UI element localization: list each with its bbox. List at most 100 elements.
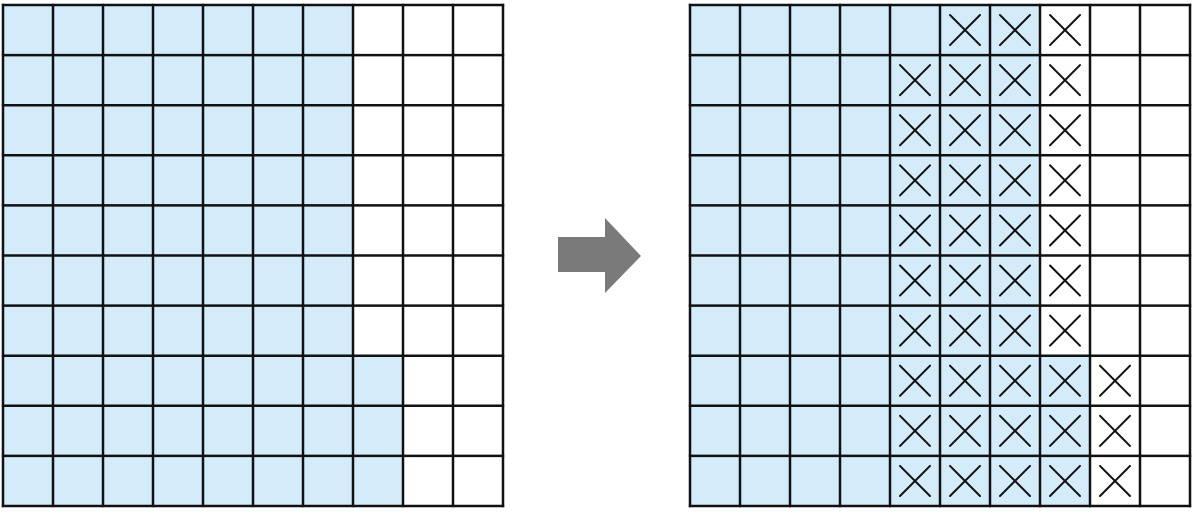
- grid-cell-shaded: [740, 355, 790, 406]
- cross-mark-icon: [999, 14, 1031, 47]
- grid-cell: [403, 255, 453, 306]
- grid-cell-shaded: [103, 105, 153, 156]
- grid-cell-shaded: [203, 255, 253, 306]
- grid-cell: [453, 205, 503, 256]
- grid-cell-shaded: [3, 55, 53, 106]
- right-arrow-icon: [558, 218, 641, 293]
- grid-cell: [453, 305, 503, 356]
- cross-mark-icon: [1099, 464, 1131, 497]
- grid-cell-shaded: [840, 5, 890, 56]
- cross-mark-icon: [999, 114, 1031, 147]
- grid-cell-shaded: [3, 405, 53, 456]
- grid-cell: [353, 155, 403, 206]
- grid-cell-shaded: [303, 205, 353, 256]
- cross-mark-icon: [999, 364, 1031, 397]
- grid-cell-shaded: [303, 5, 353, 56]
- grid-cell: [1140, 255, 1190, 306]
- grid-cell-shaded: [253, 105, 303, 156]
- grid-cell-shaded: [790, 55, 840, 106]
- grid-cell: [1090, 5, 1140, 56]
- cross-mark-icon: [1049, 114, 1081, 147]
- grid-cell-shaded: [203, 305, 253, 356]
- grid-cell: [353, 205, 403, 256]
- cross-mark-icon: [899, 314, 931, 347]
- grid-cell: [453, 455, 503, 506]
- grid-cell-shaded: [203, 355, 253, 406]
- grid-cell-shaded: [790, 5, 840, 56]
- cross-mark-icon: [999, 64, 1031, 97]
- cross-mark-icon: [949, 264, 981, 297]
- grid-cell-shaded: [203, 55, 253, 106]
- grid-cell: [1140, 5, 1190, 56]
- cross-mark-icon: [949, 214, 981, 247]
- grid-cell-shaded: [203, 405, 253, 456]
- right-grid: [688, 3, 1192, 508]
- grid-cell-shaded: [303, 405, 353, 456]
- grid-cell-shaded: [303, 55, 353, 106]
- grid-cell-shaded: [690, 405, 740, 456]
- left-grid: [1, 3, 505, 508]
- grid-cell-shaded: [3, 455, 53, 506]
- grid-cell-shaded: [840, 355, 890, 406]
- cross-mark-icon: [1049, 314, 1081, 347]
- grid-cell: [1140, 405, 1190, 456]
- grid-cell-shaded: [740, 205, 790, 256]
- grid-cell: [403, 5, 453, 56]
- grid-cell: [1140, 305, 1190, 356]
- grid-cell-shaded: [103, 405, 153, 456]
- grid-cell: [403, 105, 453, 156]
- cross-mark-icon: [949, 64, 981, 97]
- cross-mark-icon: [1049, 264, 1081, 297]
- grid-cell-shaded: [303, 105, 353, 156]
- cross-mark-icon: [899, 214, 931, 247]
- grid-cell-shaded: [840, 155, 890, 206]
- cross-mark-icon: [899, 64, 931, 97]
- grid-cell-shaded: [740, 155, 790, 206]
- grid-cell-shaded: [740, 455, 790, 506]
- grid-cell-shaded: [153, 305, 203, 356]
- grid-cell-shaded: [3, 105, 53, 156]
- grid-cell-shaded: [353, 455, 403, 506]
- grid-cell-shaded: [790, 105, 840, 156]
- grid-cell-shaded: [253, 255, 303, 306]
- grid-cell-shaded: [3, 355, 53, 406]
- grid-cell-shaded: [790, 305, 840, 356]
- grid-cell-shaded: [103, 5, 153, 56]
- grid-cell-shaded: [740, 405, 790, 456]
- cross-mark-icon: [899, 464, 931, 497]
- grid-cell-shaded: [103, 455, 153, 506]
- grid-lines: [1, 3, 505, 508]
- grid-cell-shaded: [53, 155, 103, 206]
- grid-cell: [403, 455, 453, 506]
- grid-cell-shaded: [740, 55, 790, 106]
- grid-cell: [1090, 155, 1140, 206]
- grid-cell-shaded: [840, 405, 890, 456]
- grid-cell-shaded: [253, 205, 303, 256]
- grid-cell-shaded: [840, 255, 890, 306]
- grid-cell-shaded: [790, 205, 840, 256]
- grid-cell-shaded: [790, 355, 840, 406]
- grid-cell-shaded: [253, 405, 303, 456]
- grid-cell-shaded: [153, 255, 203, 306]
- cross-mark-icon: [949, 164, 981, 197]
- cross-mark-icon: [949, 114, 981, 147]
- grid-cell-shaded: [790, 405, 840, 456]
- cross-mark-icon: [1049, 14, 1081, 47]
- grid-cell-shaded: [890, 5, 940, 56]
- grid-cell-shaded: [103, 355, 153, 406]
- grid-cell-shaded: [3, 205, 53, 256]
- cross-mark-icon: [899, 414, 931, 447]
- cross-mark-icon: [949, 14, 981, 47]
- grid-cell: [1090, 55, 1140, 106]
- grid-cell: [453, 55, 503, 106]
- grid-cell-shaded: [3, 305, 53, 356]
- grid-cell-shaded: [153, 405, 203, 456]
- cross-mark-icon: [1049, 214, 1081, 247]
- grid-cell-shaded: [53, 355, 103, 406]
- grid-cell-shaded: [203, 105, 253, 156]
- grid-cell-shaded: [840, 455, 890, 506]
- grid-cell-shaded: [153, 105, 203, 156]
- grid-cell-shaded: [153, 155, 203, 206]
- cross-mark-icon: [999, 464, 1031, 497]
